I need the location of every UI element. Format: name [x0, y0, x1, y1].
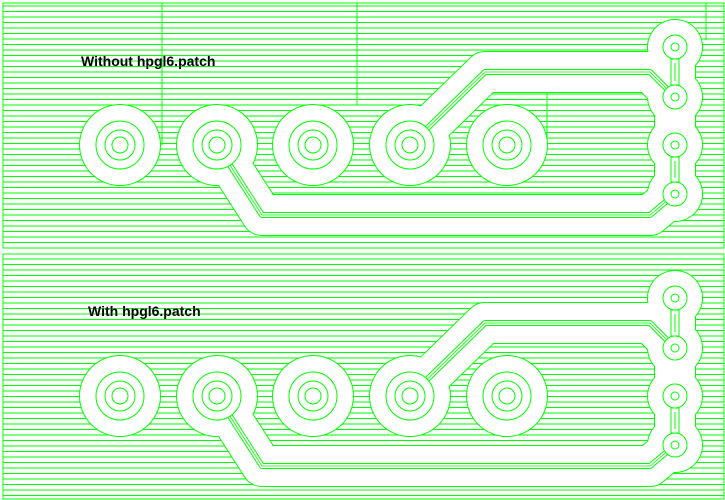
trace-centerline	[216, 144, 676, 216]
via-ring	[670, 92, 680, 102]
pad-ring	[304, 136, 322, 154]
pad-ring	[288, 371, 338, 421]
pad-ring	[288, 120, 338, 170]
via-ring	[670, 42, 680, 52]
pad-ring	[385, 371, 435, 421]
pad-ring	[201, 380, 233, 412]
panel-title-with-patch: With hpgl6.patch	[88, 303, 201, 319]
pad-ring	[482, 120, 532, 170]
pad-ring	[208, 387, 226, 405]
via-ring	[670, 343, 680, 353]
pad-ring	[297, 380, 329, 412]
panel-without-patch	[2, 2, 725, 249]
pad-ring	[401, 136, 419, 154]
via-ring	[670, 293, 680, 303]
pad-ring	[401, 387, 419, 405]
pad-ring	[95, 371, 145, 421]
pad-ring	[498, 136, 516, 154]
pad-ring	[394, 129, 426, 161]
trace-centerline	[409, 71, 676, 146]
trace-centerline	[216, 395, 676, 467]
pad-ring	[297, 129, 329, 161]
pad-ring	[201, 129, 233, 161]
pad-ring	[208, 136, 226, 154]
panel-with-patch	[2, 253, 725, 500]
via-ring	[670, 140, 680, 150]
pad-ring	[304, 387, 322, 405]
pad-ring	[104, 380, 136, 412]
pad-ring	[385, 120, 435, 170]
pad-ring	[104, 129, 136, 161]
trace-centerline	[409, 322, 676, 397]
pad-ring	[498, 387, 516, 405]
pad-ring	[482, 371, 532, 421]
pad-ring	[111, 387, 129, 405]
panel-title-without-patch: Without hpgl6.patch	[81, 53, 216, 69]
pad-ring	[491, 380, 523, 412]
pad-ring	[192, 371, 242, 421]
pad-ring	[192, 120, 242, 170]
pad-ring	[95, 120, 145, 170]
via-ring	[670, 391, 680, 401]
via-ring	[670, 189, 680, 199]
via-ring	[670, 440, 680, 450]
pad-ring	[394, 380, 426, 412]
pad-ring	[111, 136, 129, 154]
pad-ring	[491, 129, 523, 161]
